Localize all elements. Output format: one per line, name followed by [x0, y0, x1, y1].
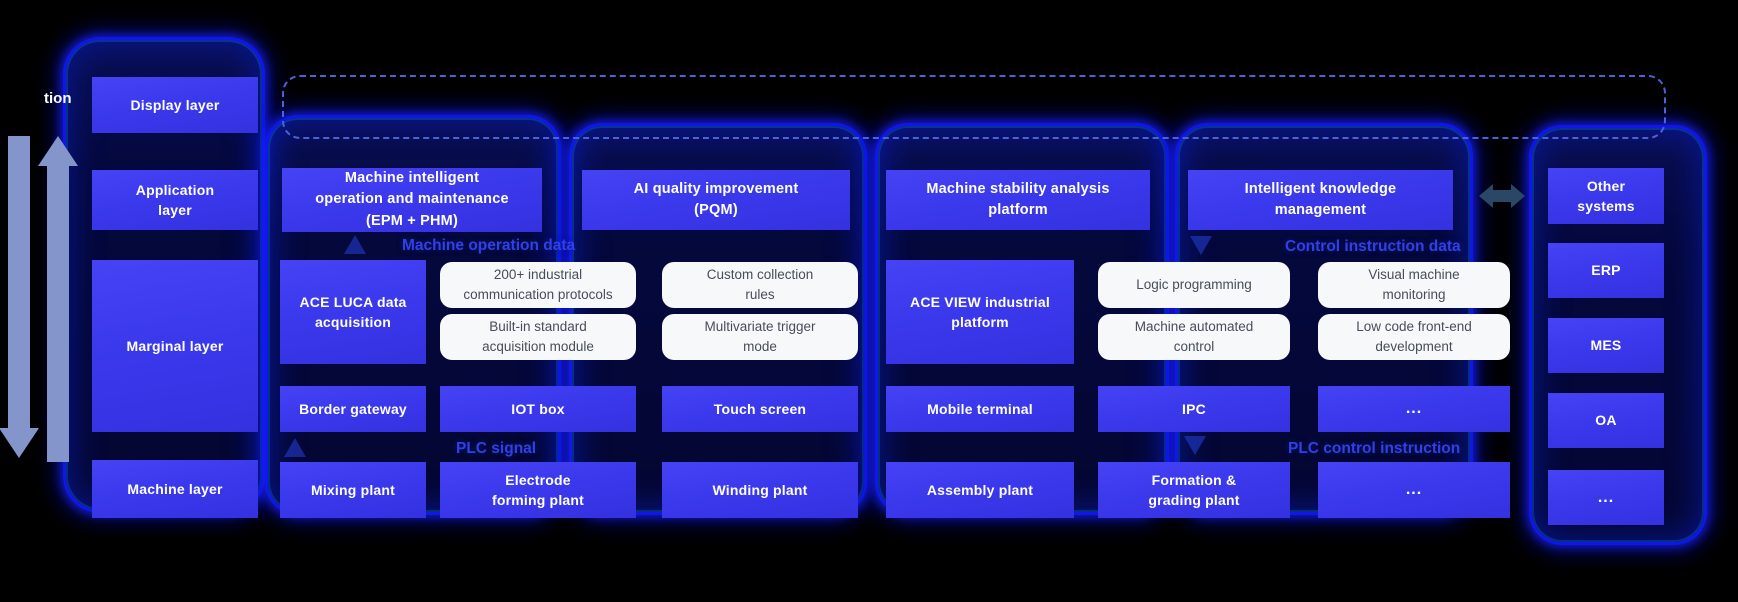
box-winding-plant: Winding plant [662, 462, 858, 518]
box-builtin-module: Built-in standard acquisition module [440, 314, 636, 360]
link-arrow-bar [1492, 190, 1512, 202]
box-display-layer: Display layer [92, 77, 258, 133]
box-oa: OA [1548, 393, 1664, 448]
box-multivariate-trigger: Multivariate trigger mode [662, 314, 858, 360]
box-electrode-plant: Electrode forming plant [440, 462, 636, 518]
label-plc-signal: PLC signal [456, 440, 537, 457]
box-application-layer: Application layer [92, 170, 258, 230]
box-hardware-more: ... [1318, 386, 1510, 432]
label-control-instruction-data: Control instruction data [1285, 238, 1461, 255]
label-plc-control-instruction: PLC control instruction [1288, 440, 1461, 457]
box-mes: MES [1548, 318, 1664, 373]
clipped-edge-label: tion [44, 90, 72, 107]
box-ai-quality-pqm: AI quality improvement (PQM) [582, 170, 850, 230]
box-custom-rules: Custom collection rules [662, 262, 858, 308]
box-mixing-plant: Mixing plant [280, 462, 426, 518]
box-erp: ERP [1548, 243, 1664, 298]
box-protocols: 200+ industrial communication protocols [440, 262, 636, 308]
box-external-more: ... [1548, 470, 1664, 525]
data-down-arrow-head [0, 428, 39, 458]
data-up-arrow-head [38, 136, 78, 166]
box-iot-box: IOT box [440, 386, 636, 432]
link-arrow-right-head [1511, 184, 1525, 208]
box-machine-more: ... [1318, 462, 1510, 518]
plc-signal-up-arrow [284, 438, 306, 457]
box-ace-view: ACE VIEW industrial platform [886, 260, 1074, 364]
box-formation-plant: Formation & grading plant [1098, 462, 1290, 518]
box-machine-layer: Machine layer [92, 460, 258, 518]
box-other-systems: Other systems [1548, 168, 1664, 224]
machine-operation-up-arrow [344, 235, 366, 254]
box-ace-luca: ACE LUCA data acquisition [280, 260, 426, 364]
box-epm-phm: Machine intelligent operation and mainte… [282, 168, 542, 232]
box-touch-screen: Touch screen [662, 386, 858, 432]
box-border-gateway: Border gateway [280, 386, 426, 432]
plc-control-down-arrow [1184, 436, 1206, 455]
box-knowledge-management: Intelligent knowledge management [1188, 170, 1453, 230]
box-mobile-terminal: Mobile terminal [886, 386, 1074, 432]
label-machine-operation-data: Machine operation data [402, 237, 576, 254]
box-automated-control: Machine automated control [1098, 314, 1290, 360]
link-arrow-left-head [1479, 184, 1493, 208]
control-instruction-down-arrow [1190, 236, 1212, 255]
box-assembly-plant: Assembly plant [886, 462, 1074, 518]
bidirectional-link-arrow [1479, 184, 1525, 208]
box-stability-platform: Machine stability analysis platform [886, 170, 1150, 230]
box-visual-monitoring: Visual machine monitoring [1318, 262, 1510, 308]
box-marginal-layer: Marginal layer [92, 260, 258, 432]
data-up-arrow [47, 165, 69, 462]
display-dashed-route [282, 75, 1666, 139]
data-down-arrow [8, 136, 30, 430]
box-logic-programming: Logic programming [1098, 262, 1290, 308]
box-low-code: Low code front-end development [1318, 314, 1510, 360]
box-ipc: IPC [1098, 386, 1290, 432]
